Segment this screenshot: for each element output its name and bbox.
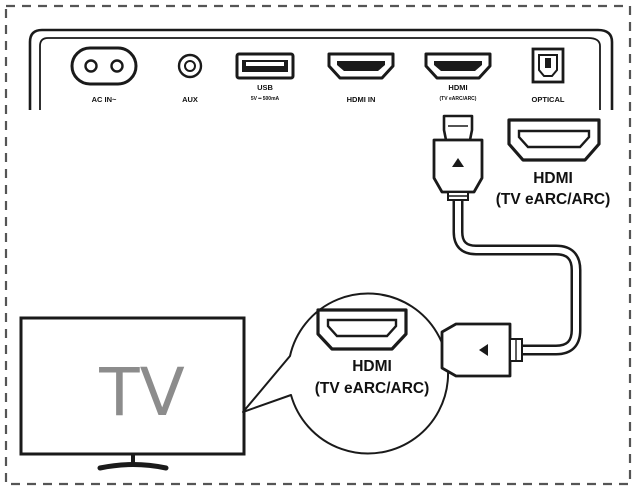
hdmi-plug-tv-end: [440, 322, 523, 378]
ac-power-icon: [70, 46, 138, 86]
hdmi-port-callout-soundbar: [507, 118, 601, 162]
tv-screen: [19, 316, 246, 471]
port-label-optical: OPTICAL: [532, 95, 565, 104]
callout-soundbar-title: HDMI: [533, 170, 573, 187]
hdmi-earc-port-icon: [424, 52, 492, 80]
port-label-aux: AUX: [182, 95, 198, 104]
aux-jack-icon: [177, 53, 203, 79]
callout-soundbar-subtitle: (TV eARC/ARC): [496, 191, 611, 208]
tv-label: TV: [98, 354, 184, 431]
arrow-up-icon: [452, 158, 464, 167]
callout-tv-subtitle: (TV eARC/ARC): [315, 380, 430, 397]
hdmi-in-port-icon: [327, 52, 395, 80]
usb-port-icon: [235, 52, 295, 80]
dashed-border: [4, 4, 632, 486]
tv-stand: [97, 462, 169, 471]
port-sublabel-usb: 5V ━ 500mA: [251, 96, 280, 102]
hdmi-plug-soundbar-end: [432, 114, 484, 201]
optical-port-icon: [531, 47, 565, 84]
port-label-hdmi-earc: HDMI: [448, 83, 467, 92]
arrow-left-icon: [479, 344, 488, 356]
port-label-hdmi-in: HDMI IN: [347, 95, 376, 104]
soundbar-rear-panel: [28, 28, 614, 110]
port-sublabel-hdmi-earc: (TV eARC/ARC): [440, 96, 477, 102]
port-label-usb: USB: [257, 83, 273, 92]
port-label-ac: AC IN~: [92, 95, 117, 104]
callout-tv-title: HDMI: [352, 358, 392, 375]
hdmi-port-callout-tv: [316, 308, 408, 351]
